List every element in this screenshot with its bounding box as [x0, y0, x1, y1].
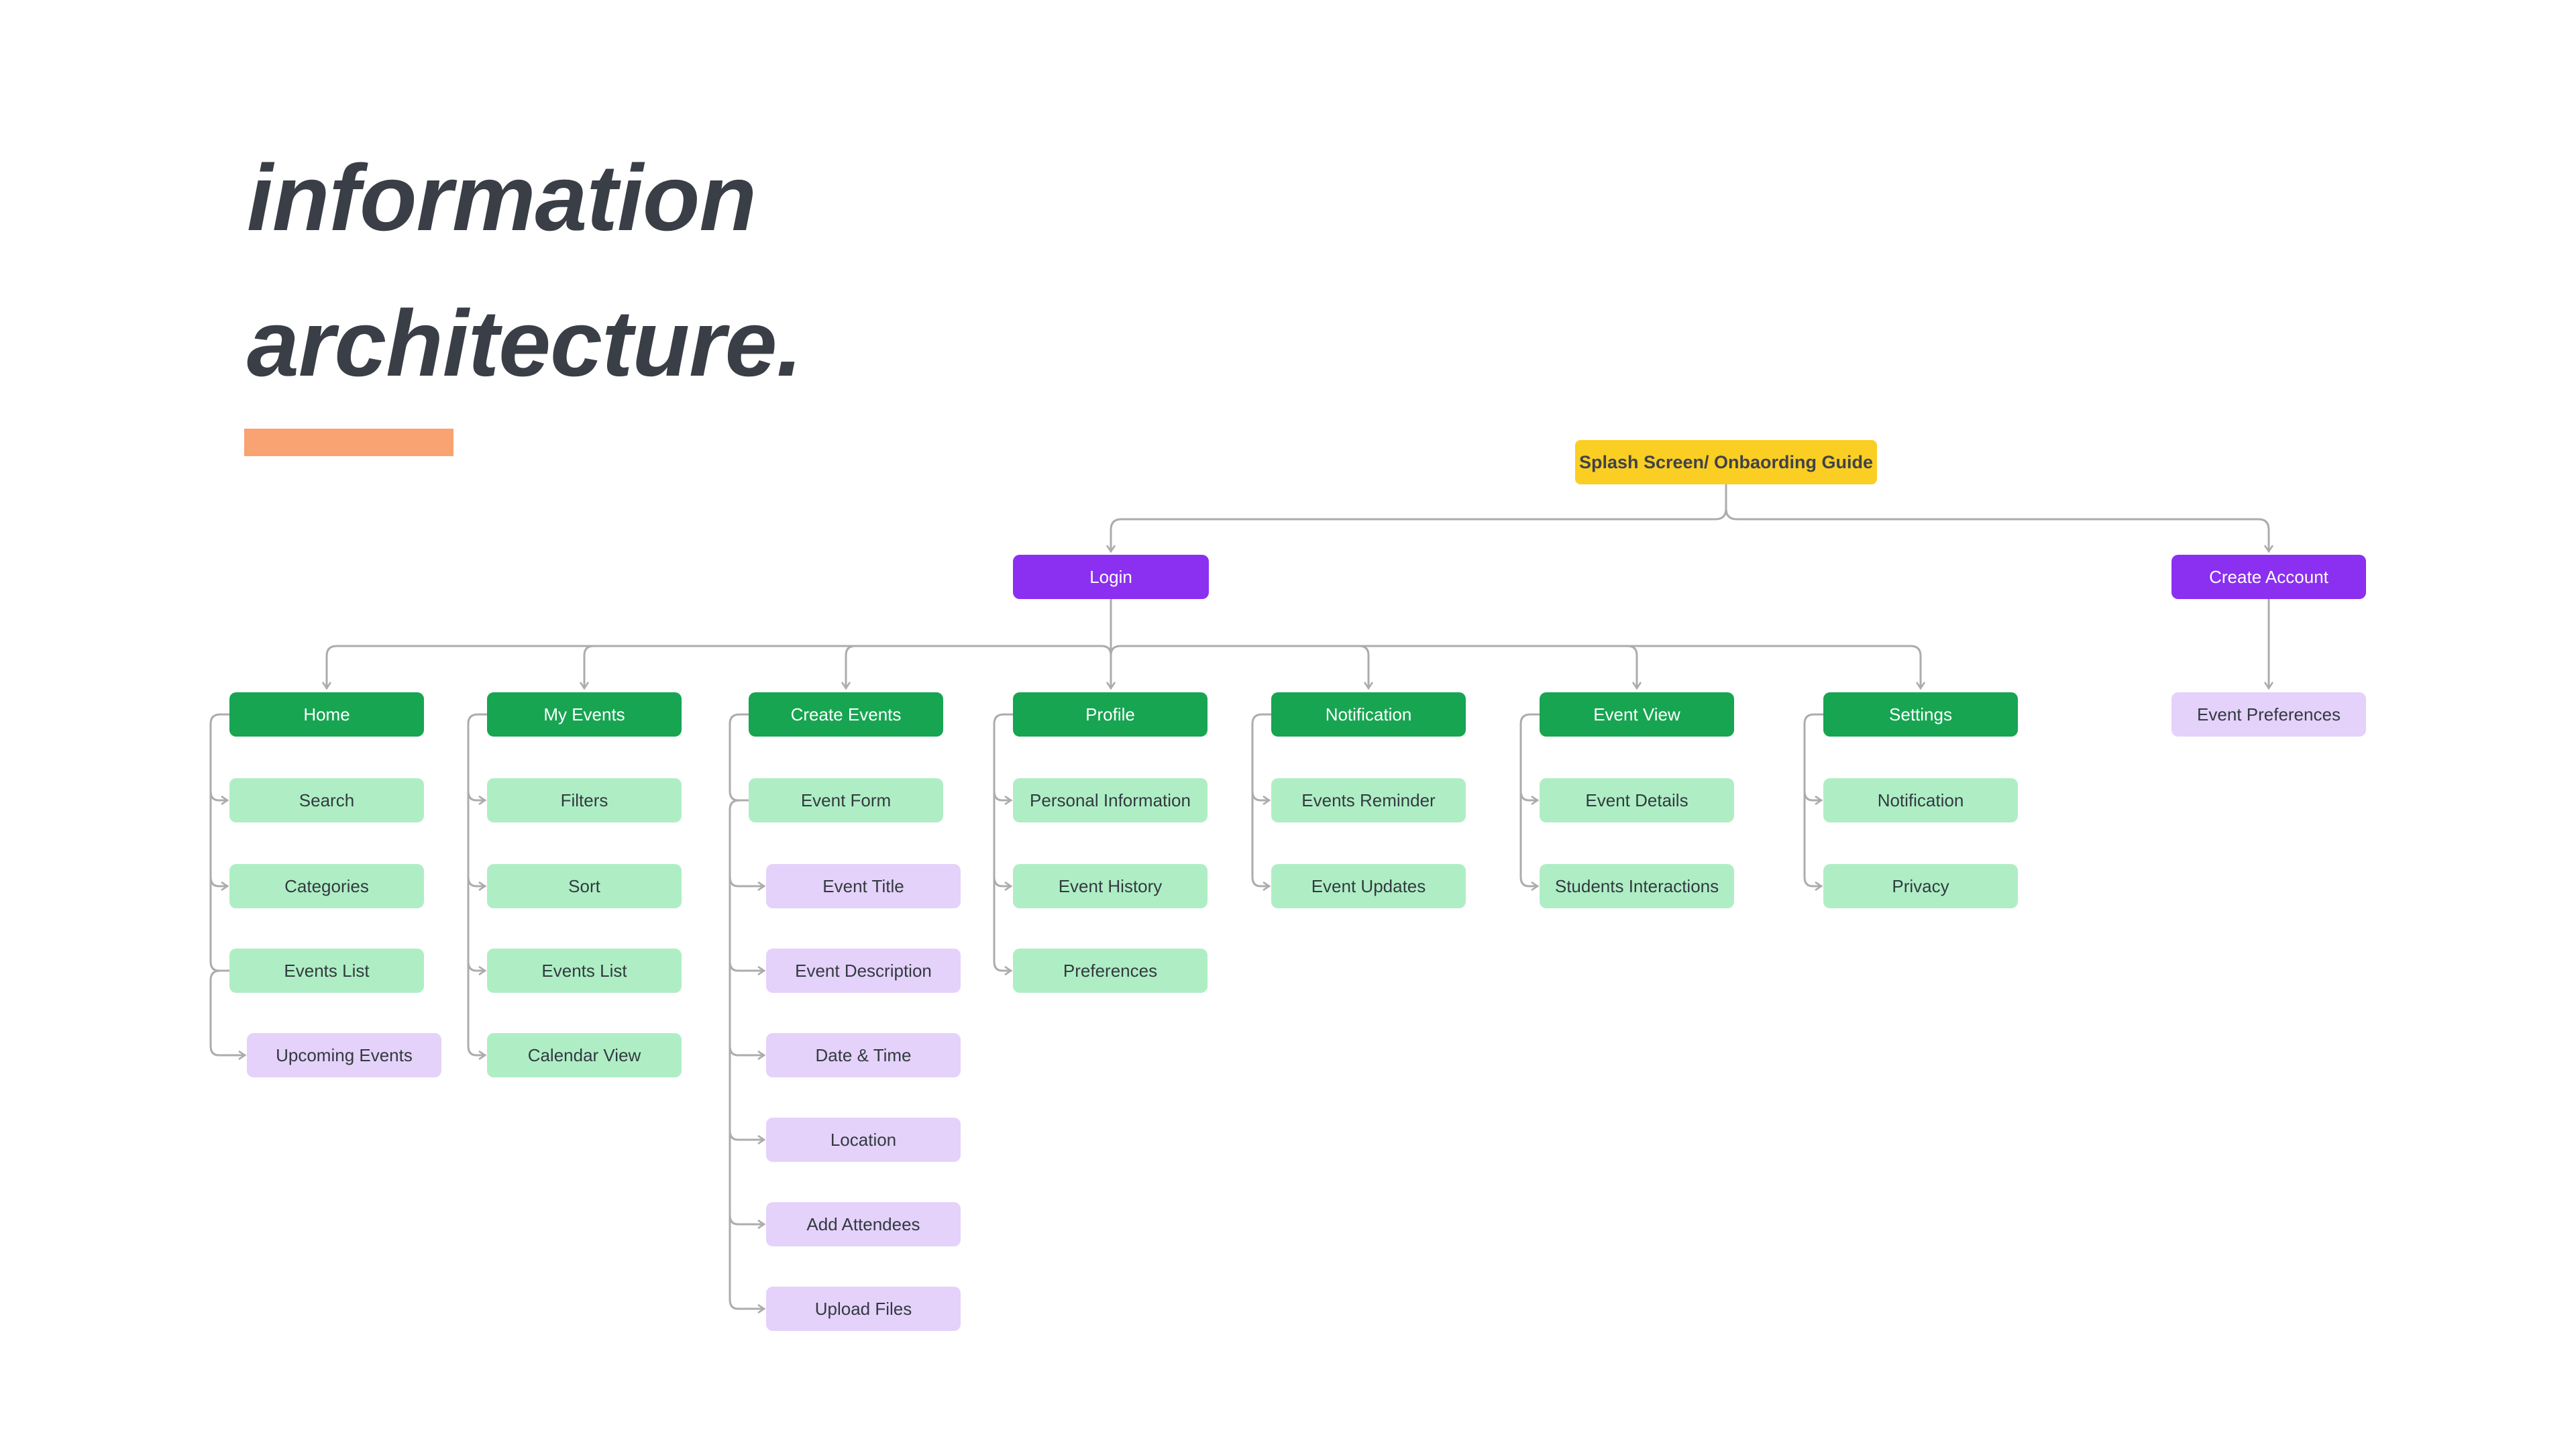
node-date-time[interactable]: Date & Time	[766, 1033, 961, 1077]
node-settings-notification[interactable]: Notification	[1823, 778, 2018, 822]
node-splash-onboarding[interactable]: Splash Screen/ Onbaording Guide	[1575, 440, 1877, 484]
connector-section-home	[209, 713, 247, 1061]
connector-section-event-view	[1519, 713, 1541, 892]
node-categories[interactable]: Categories	[229, 864, 424, 908]
node-login[interactable]: Login	[1013, 555, 1209, 599]
connector-section-profile	[993, 713, 1014, 976]
node-privacy[interactable]: Privacy	[1823, 864, 2018, 908]
connector-section-create-events	[729, 713, 766, 1314]
node-students-interactions[interactable]: Students Interactions	[1540, 864, 1734, 908]
node-event-view[interactable]: Event View	[1540, 692, 1734, 737]
node-notification[interactable]: Notification	[1271, 692, 1466, 737]
node-my-events-events-list[interactable]: Events List	[487, 949, 682, 993]
node-create-account[interactable]: Create Account	[2171, 555, 2366, 599]
node-profile[interactable]: Profile	[1013, 692, 1208, 737]
node-upcoming-events[interactable]: Upcoming Events	[247, 1033, 441, 1077]
node-location[interactable]: Location	[766, 1118, 961, 1162]
node-home[interactable]: Home	[229, 692, 424, 737]
node-my-events[interactable]: My Events	[487, 692, 682, 737]
node-home-events-list[interactable]: Events List	[229, 949, 424, 993]
node-search[interactable]: Search	[229, 778, 424, 822]
node-event-updates[interactable]: Event Updates	[1271, 864, 1466, 908]
page-title: information architecture.	[247, 125, 802, 416]
connector-section-my-events	[467, 713, 488, 1061]
connector-section-notification	[1251, 713, 1273, 892]
title-accent-bar	[244, 429, 453, 456]
node-personal-information[interactable]: Personal Information	[1013, 778, 1208, 822]
connector-login-bus	[321, 598, 1926, 690]
node-event-details[interactable]: Event Details	[1540, 778, 1734, 822]
connector-root-to-auth	[1106, 483, 2274, 553]
title-line-1: information	[247, 145, 757, 250]
node-settings[interactable]: Settings	[1823, 692, 2018, 737]
node-sort[interactable]: Sort	[487, 864, 682, 908]
node-event-history[interactable]: Event History	[1013, 864, 1208, 908]
node-create-events[interactable]: Create Events	[749, 692, 943, 737]
node-filters[interactable]: Filters	[487, 778, 682, 822]
node-event-form[interactable]: Event Form	[749, 778, 943, 822]
node-upload-files[interactable]: Upload Files	[766, 1287, 961, 1331]
node-preferences[interactable]: Preferences	[1013, 949, 1208, 993]
node-add-attendees[interactable]: Add Attendees	[766, 1202, 961, 1246]
title-line-2: architecture.	[247, 290, 802, 396]
node-event-preferences[interactable]: Event Preferences	[2171, 692, 2366, 737]
node-event-description[interactable]: Event Description	[766, 949, 961, 993]
node-event-title[interactable]: Event Title	[766, 864, 961, 908]
node-events-reminder[interactable]: Events Reminder	[1271, 778, 1466, 822]
connector-section-settings	[1803, 713, 1825, 892]
node-calendar-view[interactable]: Calendar View	[487, 1033, 682, 1077]
